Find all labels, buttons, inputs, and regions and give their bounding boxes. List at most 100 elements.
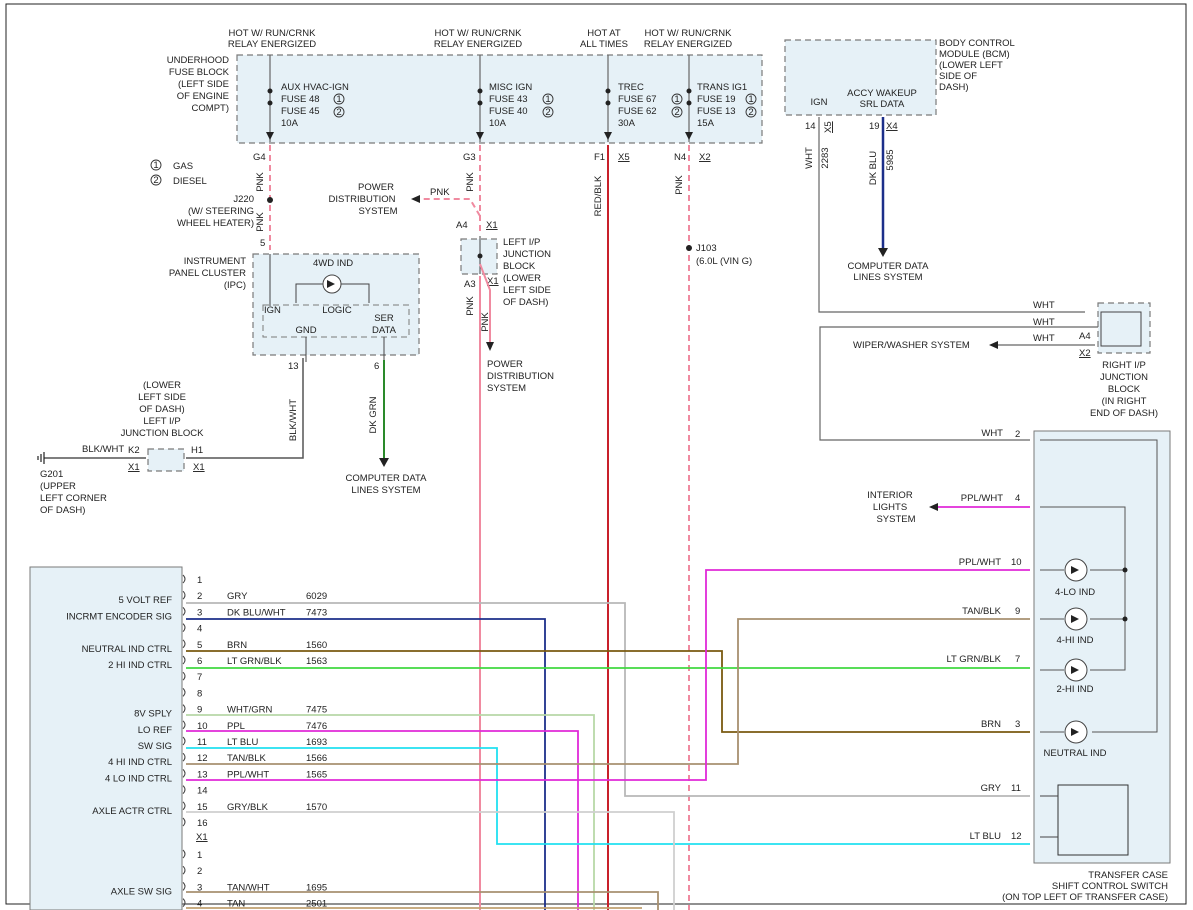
pin-number: 7 <box>197 672 202 683</box>
ipc-4wd-ind: 4WD IND <box>313 258 353 269</box>
pin-number: 14 <box>197 786 208 797</box>
harness-wires <box>186 569 1030 910</box>
wire-color: WHT/GRN <box>227 705 273 716</box>
j220-1: J220 <box>233 194 254 205</box>
tc-label-1: TRANSFER CASE <box>1088 870 1168 881</box>
circuit-number: 7476 <box>306 721 327 732</box>
module_pins-row-1: 1 <box>182 574 202 586</box>
fuse3-amps: 30A <box>618 118 636 129</box>
wire-color: TAN/WHT <box>227 882 270 893</box>
hot-all-label-2: ALL TIMES <box>580 39 628 50</box>
fuse1-name: AUX HVAC-IGN <box>281 82 349 93</box>
underhood-label-5: COMPT) <box>192 103 229 114</box>
module_pins-row-16: 16 <box>182 817 208 829</box>
ipc-logic: LOGIC <box>322 305 352 316</box>
wire-color: GRY/BLK <box>227 802 269 813</box>
pin-number: 2 <box>197 866 202 877</box>
pin-terminal <box>182 671 186 681</box>
pin-number: 16 <box>197 818 208 829</box>
pin-terminal <box>182 623 186 632</box>
tc-wire-gry: GRY <box>981 783 1002 794</box>
pin-label: AXLE SW SIG <box>111 886 172 897</box>
bcm-label-1: BODY CONTROL <box>939 38 1015 49</box>
n4-pnk-label: PNK <box>674 175 685 195</box>
bcm-wht-label: WHT <box>804 147 815 169</box>
pin-terminal <box>182 720 186 730</box>
pin-terminal <box>182 801 186 811</box>
ipc-pin13: 13 <box>288 361 299 372</box>
g201-2: (UPPER <box>40 481 76 492</box>
wiper-washer-system: WIPER/WASHER SYSTEM <box>853 340 970 351</box>
gnd-k2: K2 <box>128 445 140 456</box>
bcm-circuit-5985: 5985 <box>885 149 896 170</box>
j220-label: J220 (W/ STEERING WHEEL HEATER) <box>177 194 254 229</box>
pin-terminal <box>182 574 186 584</box>
tc-label-3: (ON TOP LEFT OF TRANSFER CASE) <box>1002 892 1168 903</box>
ipc-gnd: GND <box>295 325 316 336</box>
fuse3-name: TREC <box>618 82 644 93</box>
module_pins-row-4: 4 <box>182 623 202 635</box>
fuse-arrows <box>266 132 693 140</box>
wire-tanblk <box>186 618 1030 765</box>
ground-location: (LOWER LEFT SIDE OF DASH) LEFT I/P JUNCT… <box>121 380 205 439</box>
left-ip-1: LEFT I/P <box>503 237 540 248</box>
fuse2-gas: FUSE 43 <box>489 94 528 105</box>
interior-arrow <box>929 503 938 511</box>
fuse2-name: MISC IGN <box>489 82 532 93</box>
pin-label: 8V SPLY <box>134 709 173 720</box>
wire-tanwht <box>186 891 659 910</box>
pin-label: NEUTRAL IND CTRL <box>82 644 172 655</box>
circuit-number: 1695 <box>306 882 327 893</box>
gnd-loc-5: JUNCTION BLOCK <box>121 428 205 439</box>
pin-terminal <box>182 590 186 600</box>
pin-label: INCRMT ENCODER SIG <box>66 611 172 622</box>
pin-terminal <box>182 865 186 875</box>
tc-label-2: SHIFT CONTROL SWITCH <box>1052 881 1168 892</box>
pin-terminal <box>182 736 186 746</box>
circuit-number: 7473 <box>306 607 327 618</box>
a3-pnk-label: PNK <box>465 296 476 316</box>
pds-pnk-label: PNK <box>430 187 450 198</box>
ipc-ign: IGN <box>264 305 281 316</box>
left-ip-6: OF DASH) <box>503 297 548 308</box>
ground-symbol <box>37 452 45 464</box>
bcm-cdl-arrow <box>878 248 888 257</box>
gnd-x1b: X1 <box>193 462 205 473</box>
fuse2-gas-marker: 1 <box>545 94 550 105</box>
tc-leds <box>1064 558 1088 744</box>
left-ip-5: LEFT SIDE <box>503 285 551 296</box>
bcm-circuit-2283: 2283 <box>820 147 831 168</box>
pin-number: 11 <box>197 737 207 748</box>
tc-wire-ltgrnblk: LT GRN/BLK <box>946 654 1001 665</box>
relay3-label-1: HOT W/ RUN/CRNK <box>645 28 733 39</box>
bcm-label: BODY CONTROL MODULE (BCM) (LOWER LEFT SI… <box>939 38 1015 93</box>
fuse4-diesel: FUSE 13 <box>697 106 736 117</box>
fuse1-diesel: FUSE 45 <box>281 106 320 117</box>
fuse3-gas-marker: 1 <box>674 94 679 105</box>
transfer-case-control-module <box>29 566 183 910</box>
conn-n4: N4 <box>674 152 686 163</box>
circuit-number: 1560 <box>306 640 327 651</box>
ipc-label: INSTRUMENT PANEL CLUSTER (IPC) <box>169 256 246 291</box>
fuse4-amps: 15A <box>697 118 715 129</box>
tc-pin-3: 3 <box>1015 719 1020 730</box>
fuse-4-text: TRANS IG1 FUSE 19 FUSE 13 15A 1 2 <box>697 82 757 129</box>
pin-number: 3 <box>197 882 202 893</box>
tc-pin-9: 9 <box>1015 606 1020 617</box>
underhood-label-2: FUSE BLOCK <box>169 67 230 78</box>
legend: 1 GAS 2 DIESEL <box>150 159 207 187</box>
conn-g4: G4 <box>253 152 266 163</box>
pin-number: 13 <box>197 769 208 780</box>
bcm-accy-2: SRL DATA <box>860 99 905 110</box>
right-ip-1: RIGHT I/P <box>1102 360 1146 371</box>
top-labels: HOT W/ RUN/CRNK RELAY ENERGIZED HOT W/ R… <box>228 28 732 50</box>
